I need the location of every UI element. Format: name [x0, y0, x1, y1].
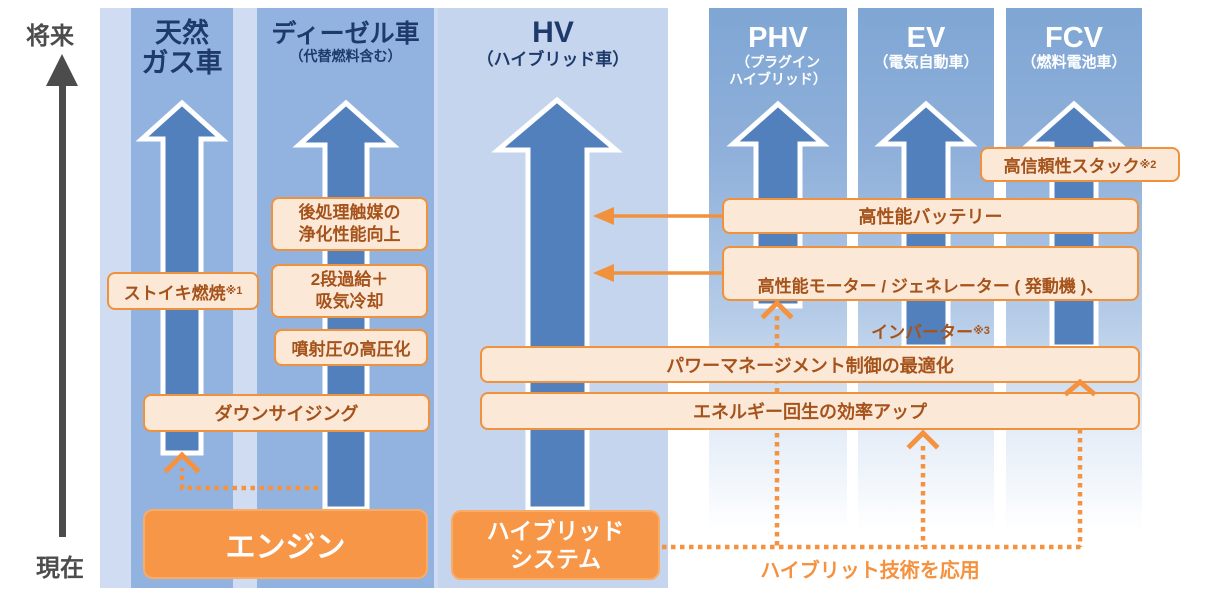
base-box-engine: エンジン	[143, 509, 428, 579]
note-power-management: パワーマネージメント制御の最適化	[480, 346, 1140, 383]
note-stoichiometric-combustion: ストイキ燃焼※1	[107, 272, 259, 310]
note-high-reliability-stack: 高信頼性スタック※2	[980, 147, 1180, 182]
axis-arrow-line	[59, 84, 66, 537]
note-injection-pressure: 噴射圧の高圧化	[274, 329, 428, 366]
column-title-fcv: FCV	[1045, 22, 1103, 54]
column-subtitle-phv: （プラグイン ハイブリッド）	[729, 54, 827, 88]
column-subtitle-fcv: （燃料電池車）	[1021, 54, 1127, 72]
column-subtitle-ev: （電気自動車）	[873, 54, 979, 72]
caption-hybrid-technology-applied: ハイブリット技術を応用	[760, 560, 980, 582]
note-high-performance-battery: 高性能バッテリー	[722, 198, 1139, 234]
base-box-hybrid-system: ハイブリッド システム	[451, 510, 660, 580]
column-title-ev: EV	[906, 22, 946, 54]
axis-arrow-head	[46, 54, 78, 86]
axis-label-future: 将来	[26, 23, 74, 50]
column-title-diesel: ディーゼル車	[271, 20, 420, 48]
column-title-hv: HV	[532, 16, 574, 49]
column-subtitle-hv: （ハイブリッド車）	[476, 49, 630, 69]
note-motor-generator-inverter: 高性能モーター / ジェネレーター ( 発動機 )、 インバーター※3	[722, 246, 1139, 342]
column-title-phv: PHV	[748, 22, 808, 54]
column-hv	[438, 8, 668, 588]
axis-label-present: 現在	[36, 555, 84, 582]
column-subtitle-diesel: （代替燃料含む）	[289, 48, 402, 64]
note-two-stage-turbo: 2段過給＋ 吸気冷却	[271, 264, 428, 318]
column-title-natural-gas: 天然 ガス車	[141, 18, 223, 79]
note-downsizing: ダウンサイジング	[143, 394, 430, 432]
note-catalyst: 後処理触媒の 浄化性能向上	[271, 197, 428, 251]
note-energy-regeneration: エネルギー回生の効率アップ	[480, 392, 1140, 430]
